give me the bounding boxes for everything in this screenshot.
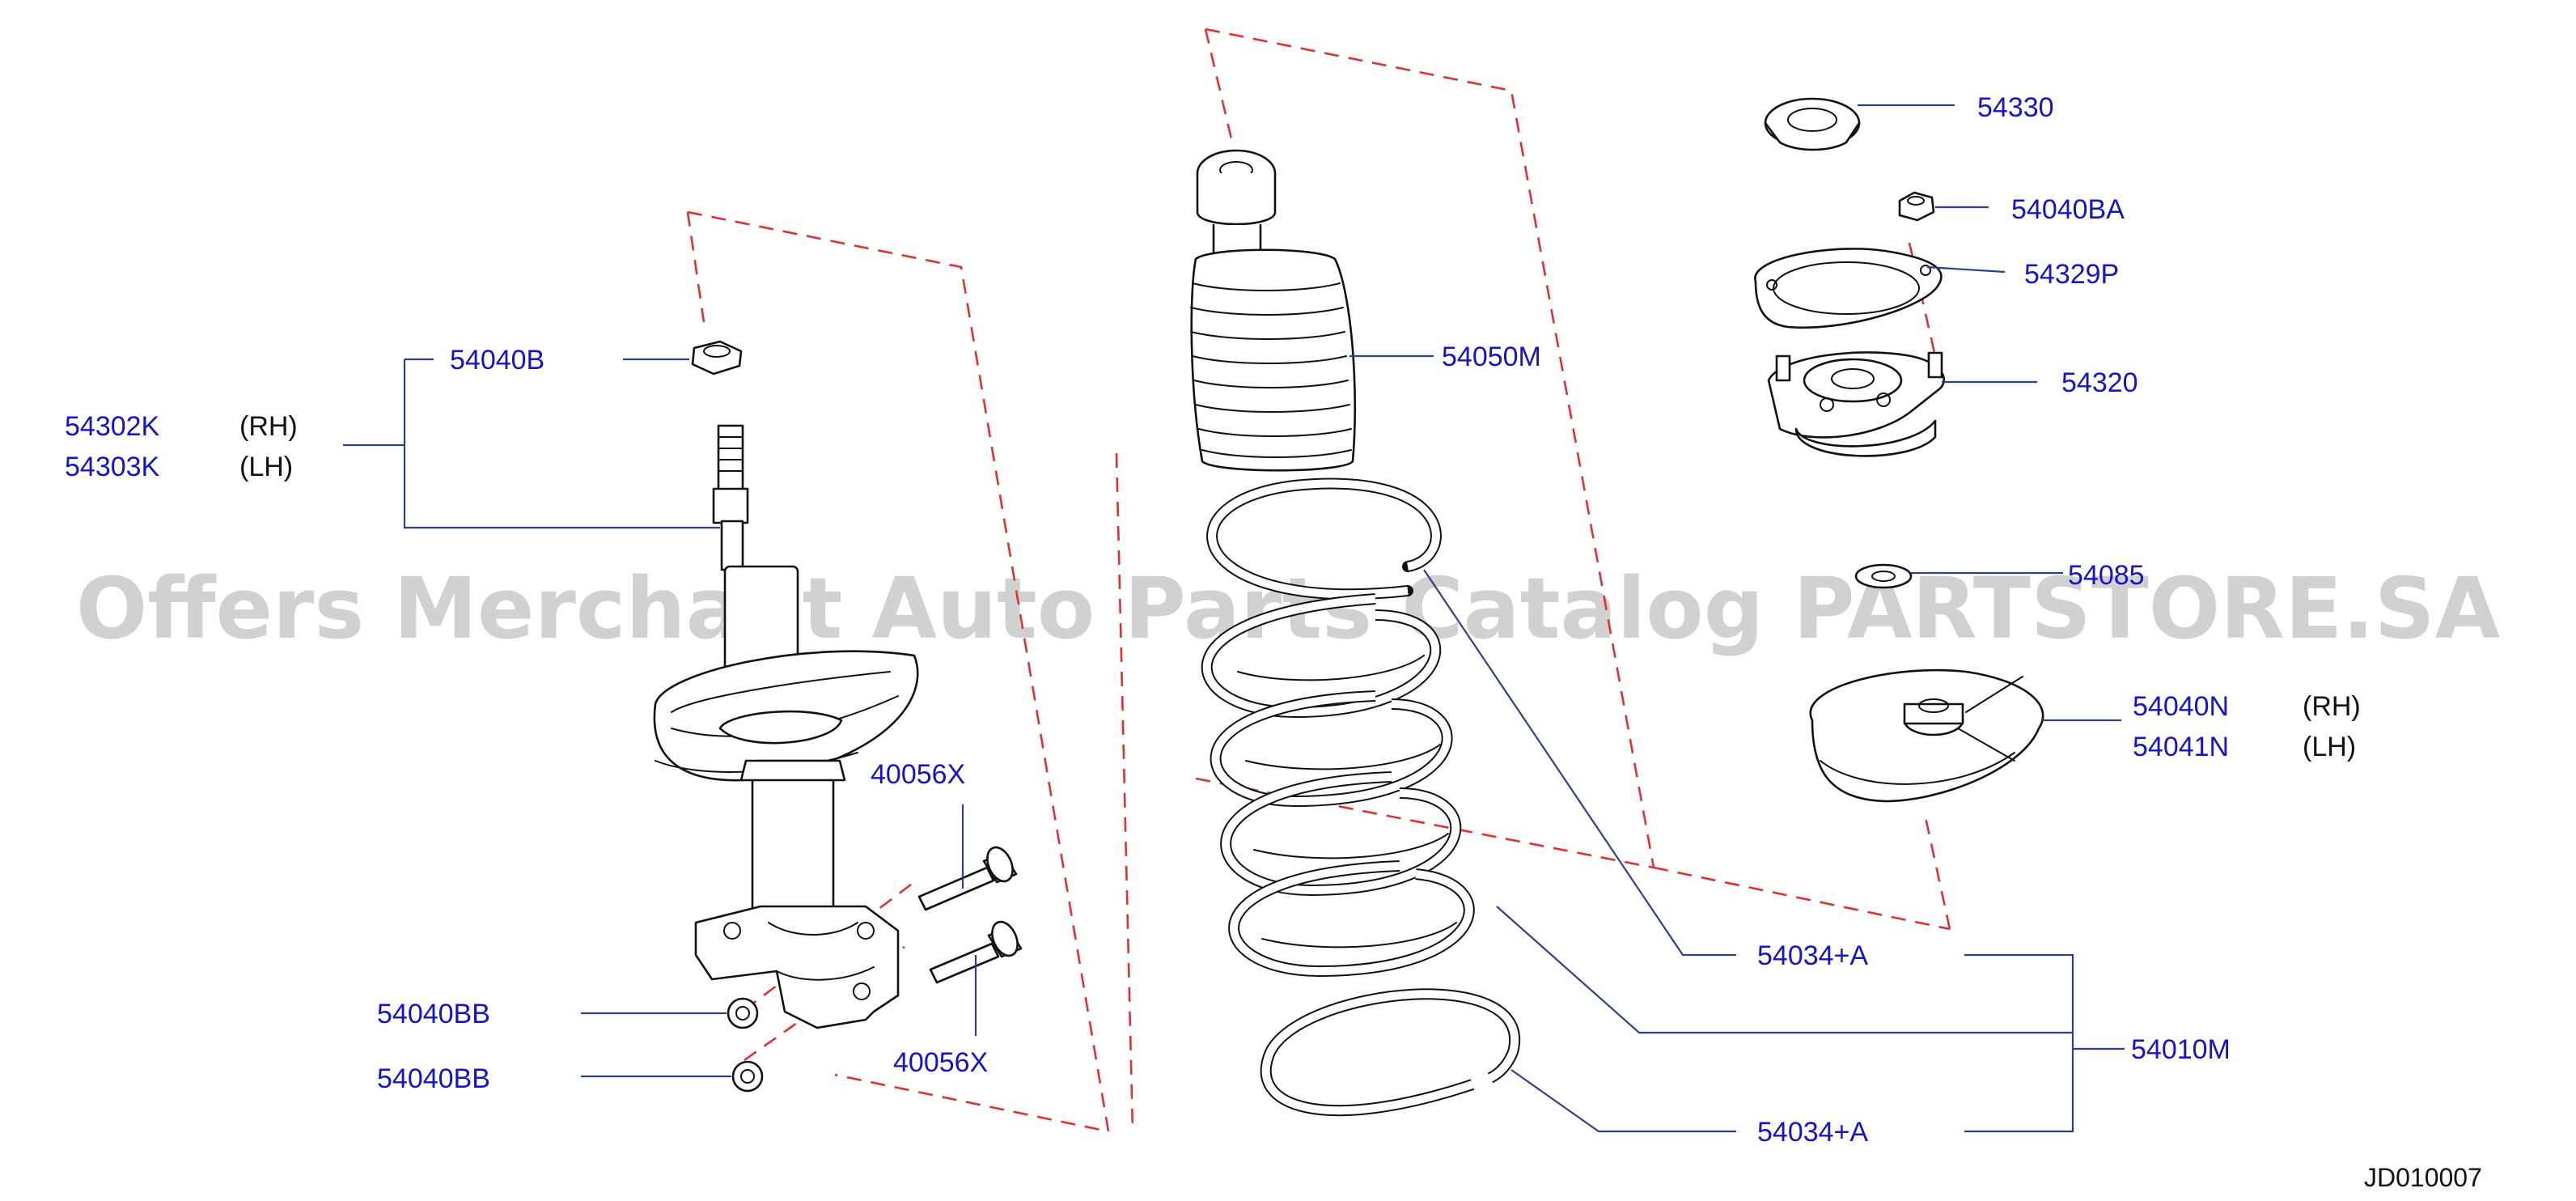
dust-seal-54330	[1764, 97, 1861, 151]
label-rh-1: (RH)	[239, 411, 298, 442]
strut-mount-54320	[1767, 351, 1945, 457]
bolt-40056x-upper	[917, 846, 1018, 911]
assembly-outlines	[686, 28, 1951, 1133]
label-54040n[interactable]: 54040N	[2133, 691, 2229, 722]
strut-assembly	[653, 424, 919, 1029]
label-54303k[interactable]: 54303K	[65, 452, 160, 482]
nut-54040bb-lower	[731, 1060, 764, 1093]
label-40056x-bottom[interactable]: 40056X	[893, 1047, 988, 1078]
bolt-40056x-lower	[929, 920, 1023, 984]
label-lh-1: (LH)	[239, 452, 293, 482]
spring-seat-54040n	[1809, 668, 2044, 803]
label-54050m[interactable]: 54050M	[1442, 342, 1541, 372]
label-54040b[interactable]: 54040B	[450, 345, 544, 376]
label-54320[interactable]: 54320	[2061, 367, 2138, 398]
coil-spring	[1201, 477, 1475, 978]
label-54329p[interactable]: 54329P	[2024, 259, 2119, 290]
label-54034a-1[interactable]: 54034+A	[1757, 940, 1868, 971]
gasket-plate-54329p	[1754, 248, 1943, 329]
spring-insulator-lower	[1260, 988, 1521, 1117]
label-54085[interactable]: 54085	[2068, 560, 2145, 591]
part-labels: 54040B 54302K (RH) 54303K (LH) 40056X 54…	[65, 92, 2482, 1192]
label-54040bb-2[interactable]: 54040BB	[377, 1063, 490, 1094]
label-rh-2: (RH)	[2303, 691, 2361, 722]
label-54302k[interactable]: 54302K	[65, 411, 160, 442]
label-54010m[interactable]: 54010M	[2131, 1034, 2231, 1065]
leader-lines	[343, 104, 2125, 1133]
bump-stop-boot	[1190, 149, 1357, 472]
label-lh-2: (LH)	[2303, 732, 2356, 762]
nut-54040ba	[1898, 191, 1935, 222]
label-54330[interactable]: 54330	[1977, 92, 2054, 123]
label-40056x-top[interactable]: 40056X	[871, 759, 965, 790]
bearing-54085	[1854, 563, 1913, 589]
label-54034a-2[interactable]: 54034+A	[1757, 1117, 1868, 1148]
label-54040ba[interactable]: 54040BA	[2011, 194, 2125, 225]
nut-54040bb-upper	[727, 997, 759, 1029]
diagram-code: JD010007	[2364, 1163, 2482, 1192]
label-54040bb-1[interactable]: 54040BB	[377, 999, 490, 1029]
nut-54040b	[691, 340, 743, 376]
label-54041n[interactable]: 54041N	[2133, 732, 2229, 762]
